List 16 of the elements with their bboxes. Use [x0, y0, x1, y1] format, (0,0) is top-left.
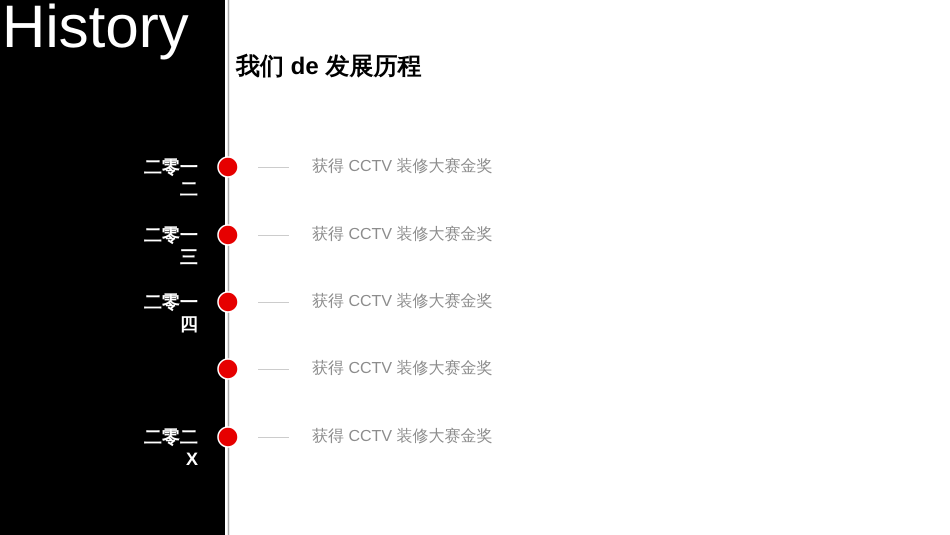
timeline-dot	[217, 291, 239, 313]
title: History	[2, 0, 189, 60]
year-label: 二零二X	[143, 426, 198, 470]
subtitle: 我们 de 发展历程	[236, 52, 422, 82]
year-label: 二零一四	[143, 291, 198, 335]
year-label: 二零一三	[143, 224, 198, 268]
year-label: 二零一二	[143, 156, 198, 200]
timeline-dot	[217, 426, 239, 448]
timeline-dot	[217, 358, 239, 380]
timeline-dot	[217, 224, 239, 246]
event-text: 获得 CCTV 装修大赛金奖	[312, 156, 492, 177]
event-text: 获得 CCTV 装修大赛金奖	[312, 358, 492, 379]
timeline-dot	[217, 156, 239, 178]
event-text: 获得 CCTV 装修大赛金奖	[312, 292, 492, 312]
event-text: 获得 CCTV 装修大赛金奖	[312, 224, 492, 245]
event-text: 获得 CCTV 装修大赛金奖	[312, 426, 492, 447]
